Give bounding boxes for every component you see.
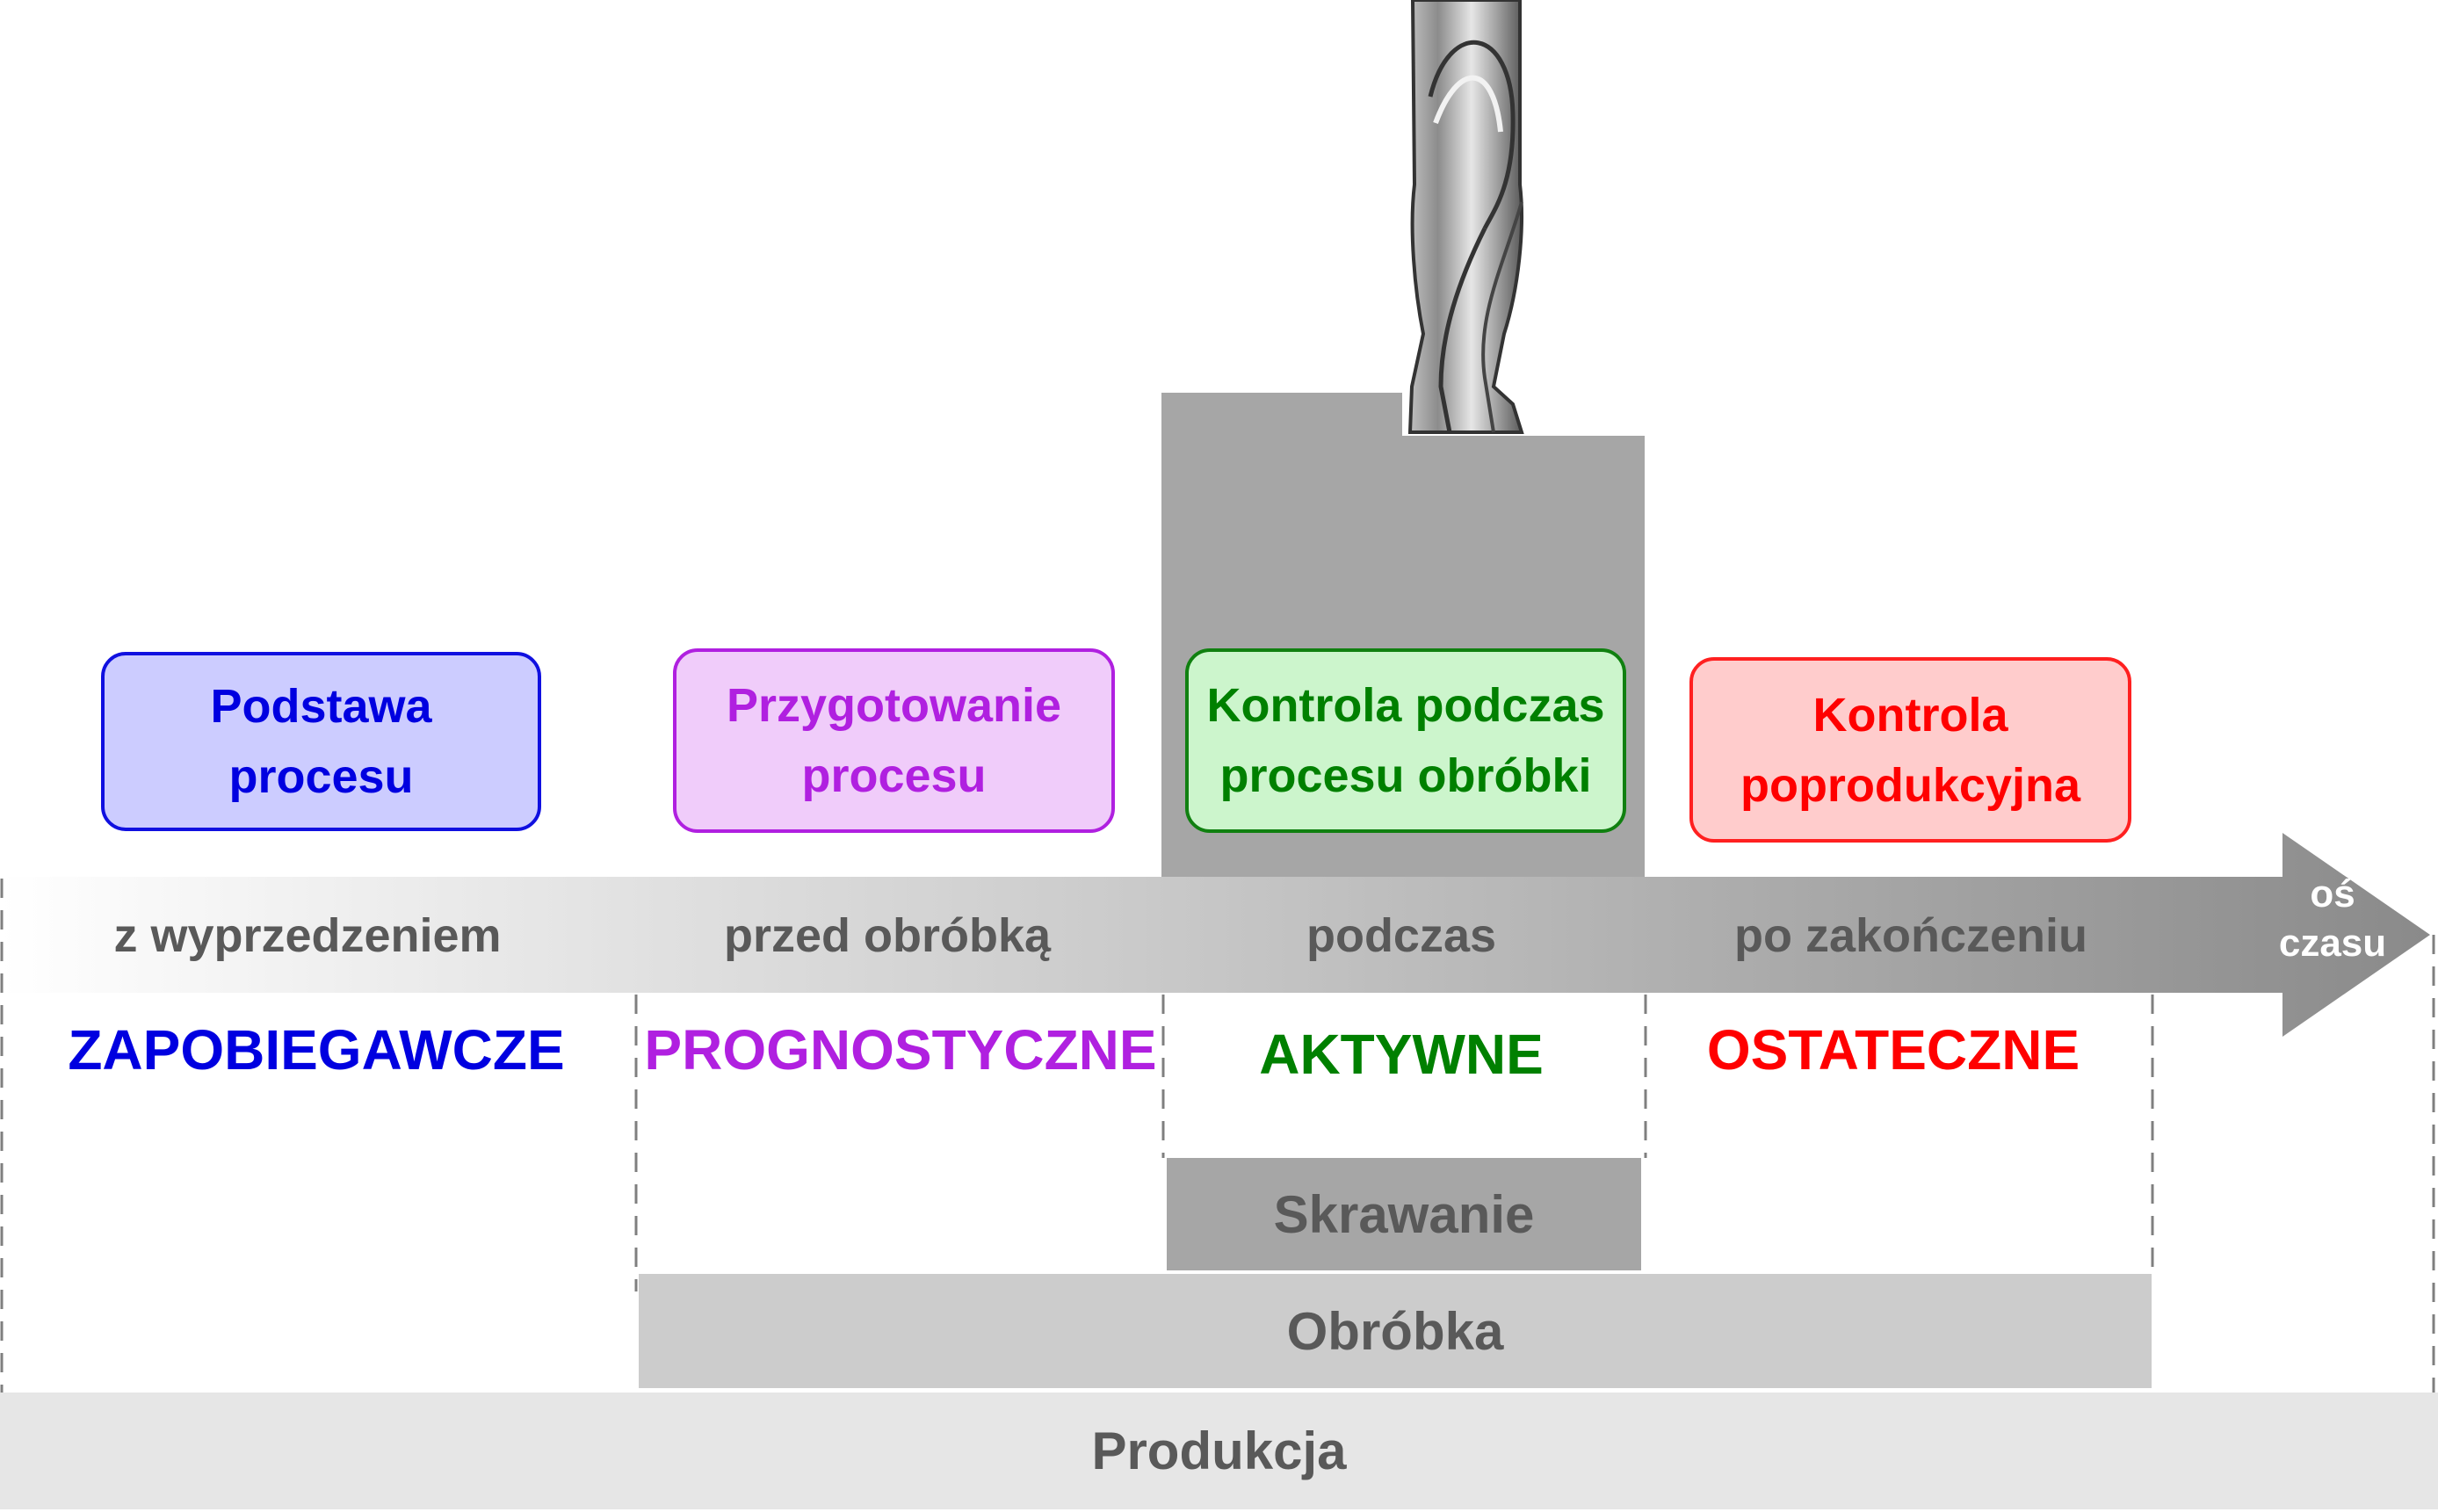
cutting-bar-bg bbox=[1167, 1158, 1641, 1270]
time-axis-arrow bbox=[0, 833, 2430, 1037]
time-axis-label-line1: oś bbox=[2310, 872, 2355, 915]
box-post-production-control-line2: poprodukcyjna bbox=[1740, 758, 2081, 812]
box-post-production-control-line1: Kontrola bbox=[1812, 688, 2008, 742]
box-process-basis-line2: procesu bbox=[228, 750, 414, 803]
phase-label-before-machining: przed obróbką bbox=[723, 909, 1052, 962]
category-active: AKTYWNE bbox=[1259, 1023, 1544, 1086]
box-post-production-control: Kontrola poprodukcyjna bbox=[1689, 657, 2131, 843]
cutting-bar-label: Skrawanie bbox=[1273, 1184, 1535, 1244]
end-mill-cutter-icon bbox=[1407, 0, 1524, 434]
phase-label-in-advance: z wyprzedzeniem bbox=[113, 909, 502, 962]
box-in-process-control-line1: Kontrola podczas bbox=[1206, 679, 1605, 732]
box-process-preparation-line1: Przygotowanie bbox=[726, 679, 1062, 732]
category-prognostic: PROGNOSTYCZNE bbox=[644, 1018, 1157, 1082]
time-axis-label: oś czasu bbox=[2258, 870, 2407, 968]
category-preventive: ZAPOBIEGAWCZE bbox=[68, 1018, 565, 1082]
production-bar-label: Produkcja bbox=[1091, 1422, 1347, 1480]
phase-label-during: podczas bbox=[1306, 909, 1497, 962]
box-process-basis-line1: Podstawa bbox=[210, 680, 432, 733]
time-axis-label-line2: czasu bbox=[2278, 922, 2387, 965]
machining-bar-bg bbox=[639, 1274, 2152, 1388]
box-process-preparation: Przygotowanie procesu bbox=[673, 648, 1115, 833]
box-in-process-control: Kontrola podczas procesu obróbki bbox=[1185, 648, 1626, 833]
production-bar-bg bbox=[0, 1393, 2438, 1509]
box-process-preparation-line2: procesu bbox=[801, 749, 987, 802]
category-final: OSTATECZNE bbox=[1706, 1018, 2080, 1082]
machining-bar-label: Obróbka bbox=[1286, 1301, 1504, 1361]
box-in-process-control-line2: procesu obróbki bbox=[1219, 749, 1592, 802]
dashed-separators bbox=[0, 879, 2435, 1393]
box-process-basis: Podstawa procesu bbox=[101, 652, 541, 831]
phase-label-after-completion: po zakończeniu bbox=[1733, 909, 2088, 962]
